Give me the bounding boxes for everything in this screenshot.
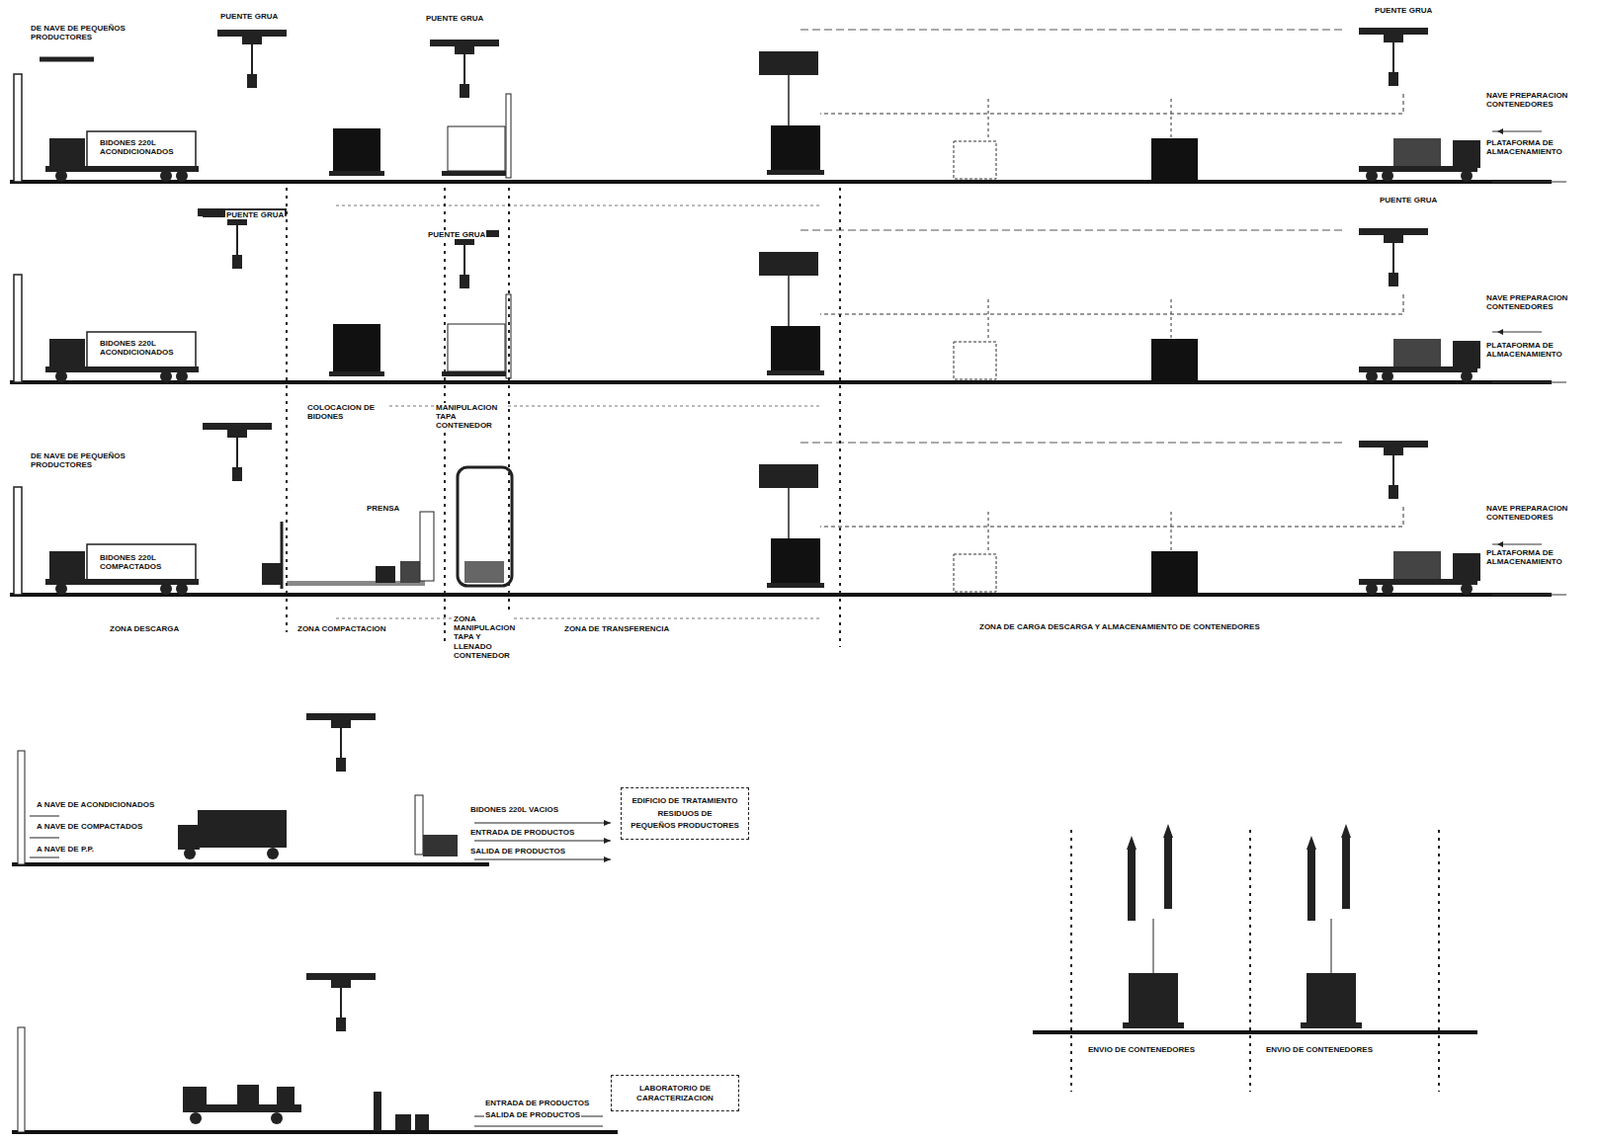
annotation-label: PRENSA [365, 504, 401, 513]
annotation-label: A NAVE DE ACONDICIONADOS [35, 800, 156, 810]
annotation-label: ZONA DESCARGA [108, 624, 180, 634]
annotation-label: MANIPULACION TAPA CONTENEDOR [434, 403, 506, 431]
annotation-label: NAVE PREPARACION CONTENEDORES [1485, 90, 1597, 109]
annotation-label: A NAVE DE P.P. [35, 844, 95, 854]
building-box: EDIFICIO DE TRATAMIENTO RESIDUOS DEPEQUEÑ… [620, 787, 750, 841]
annotation-label: A NAVE DE COMPACTADOS [35, 822, 144, 832]
annotation-label: ZONA DE TRANSFERENCIA [563, 624, 671, 634]
annotation-label: PLATAFORMA DE ALMACENAMIENTO [1485, 548, 1597, 567]
annotation-label: DE NAVE DE PEQUEÑOS PRODUCTORES [29, 451, 161, 470]
annotation-label: ENTRADA DE PRODUCTOS [484, 1098, 590, 1108]
annotation-label: BIDONES 220L VACIOS [469, 805, 560, 815]
annotation-label: BIDONES 220L ACONDICIONADOS [98, 138, 190, 157]
annotation-label: PLATAFORMA DE ALMACENAMIENTO [1485, 138, 1597, 157]
annotation-label: SALIDA DE PRODUCTOS [484, 1110, 582, 1120]
annotation-label: ENTRADA DE PRODUCTOS [469, 828, 576, 838]
annotation-label: ZONA COMPACTACION [296, 624, 388, 634]
annotation-label: PUENTE GRUA [1378, 195, 1438, 205]
annotation-label: NAVE PREPARACION CONTENEDORES [1485, 293, 1597, 312]
annotation-label: BIDONES 220L ACONDICIONADOS [98, 338, 190, 357]
annotation-label: ENVIO DE CONTENEDORES [1087, 1045, 1196, 1055]
annotation-label: COLOCACION DE BIDONES [306, 403, 388, 422]
annotation-label: PUENTE GRUA [225, 210, 285, 220]
annotation-label: ENVIO DE CONTENEDORES [1264, 1045, 1374, 1055]
annotation-label: NAVE PREPARACION CONTENEDORES [1485, 504, 1597, 522]
annotation-label: PUENTE GRUA [219, 11, 279, 21]
annotation-label: PUENTE GRUA [1373, 5, 1433, 15]
annotation-label: PUENTE GRUA [426, 230, 487, 240]
node-text: PEQUEÑOS PRODUCTORES [627, 821, 743, 832]
annotation-label: PLATAFORMA DE ALMACENAMIENTO [1485, 340, 1597, 359]
building-box: LABORATORIO DE CARACTERIZACION [610, 1075, 740, 1112]
annotation-label: DE NAVE DE PEQUEÑOS PRODUCTORES [29, 23, 161, 42]
annotation-label: SALIDA DE PRODUCTOS [469, 846, 567, 856]
annotation-label: PUENTE GRUA [424, 13, 485, 23]
node-text: EDIFICIO DE TRATAMIENTO [627, 796, 743, 807]
annotation-label: ZONA DE CARGA DESCARGA Y ALMACENAMIENTO … [978, 622, 1262, 632]
node-text: RESIDUOS DE [627, 809, 743, 820]
node-text: LABORATORIO DE CARACTERIZACION [617, 1084, 733, 1103]
annotation-label: BIDONES 220L COMPACTADOS [98, 553, 190, 572]
annotation-label: ZONA MANIPULACION TAPA Y LLENADO CONTENE… [452, 614, 514, 661]
